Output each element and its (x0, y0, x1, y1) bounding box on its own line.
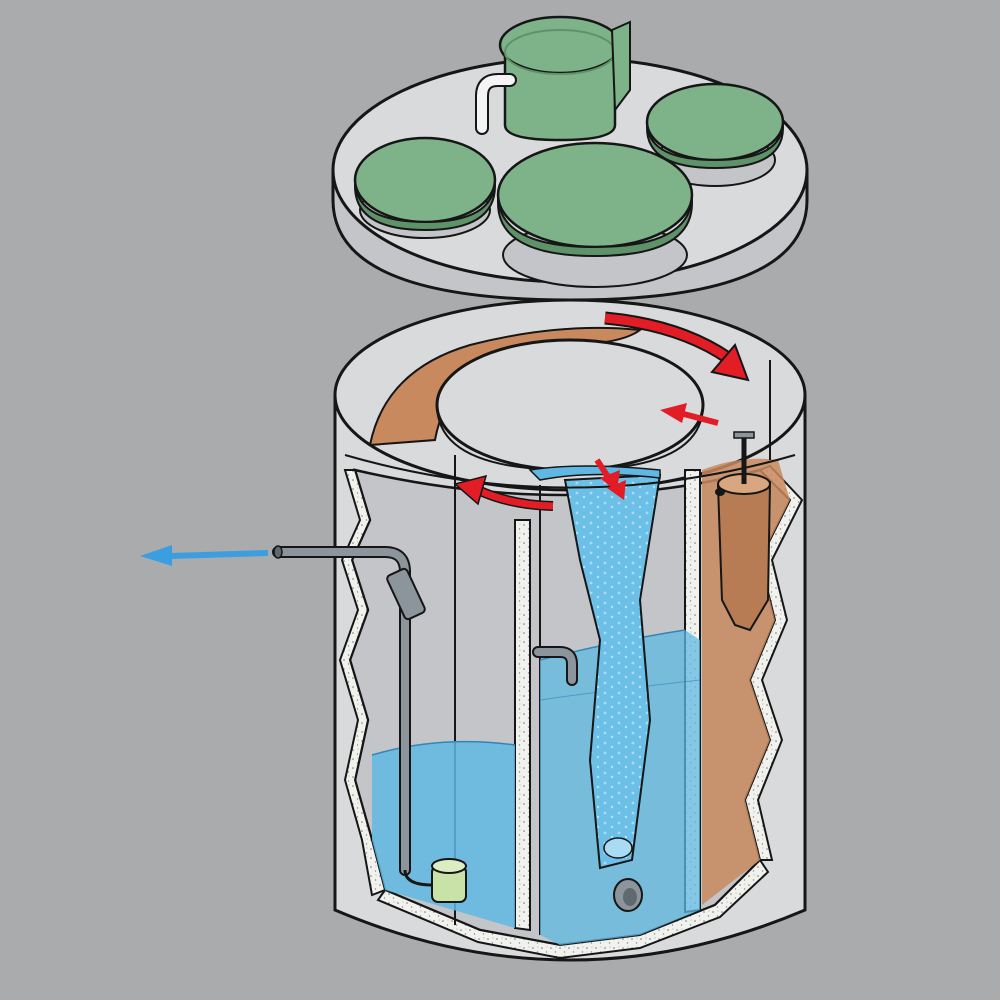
maintenance-lid-right (645, 82, 785, 187)
filter-column (563, 473, 662, 870)
outflow-arrow-icon (169, 550, 269, 559)
curved-arrow-top-body (604, 313, 731, 362)
down-arrow-2-head (607, 480, 626, 500)
flow-arrows (140, 311, 750, 566)
sludge-valve-handle (733, 431, 755, 439)
filter-shaft-clip (610, 20, 631, 113)
straight-arrow-icon (679, 410, 719, 426)
curved-arrow-left-body (476, 486, 554, 510)
check-valve (386, 567, 426, 621)
filter-shaft-cap (498, 15, 622, 75)
aeration-shaft (532, 473, 701, 945)
shaft-water (528, 465, 661, 481)
maintenance-lid-left (353, 136, 497, 239)
clear-water-chamber (272, 545, 516, 928)
lid-right-top (645, 82, 785, 162)
lid-front-top (496, 141, 694, 249)
pipe-opening (623, 888, 637, 906)
curved-arrow-left-head (453, 474, 488, 506)
aerator-disc (603, 837, 633, 859)
pump-top (431, 858, 467, 874)
partition-wall-cut (514, 519, 531, 932)
lid-right-edge (646, 121, 784, 170)
air-inlet-pipe (477, 75, 515, 133)
pipe-end (273, 545, 283, 559)
sludge-chamber (702, 431, 790, 905)
lid-front-edge (497, 194, 693, 258)
pipe-elbow-fill (534, 648, 576, 684)
sludge-opening (715, 488, 725, 496)
tank-top-deck (344, 326, 796, 489)
water-surface-left (371, 740, 516, 756)
sludge-pump-tube (716, 475, 772, 632)
maintenance-lid-front (496, 141, 694, 288)
cover-slab (331, 15, 809, 302)
pump-hose (403, 869, 433, 887)
shaft-opening (435, 338, 705, 472)
filter-shaft-cover (475, 15, 631, 142)
curved-arrow-top-head (710, 343, 750, 382)
lid-left-top (353, 136, 497, 224)
inner-rim-edge (344, 454, 796, 489)
lid-left-edge (354, 179, 496, 232)
small-arrow-head (660, 403, 687, 423)
outflow-arrow-head (140, 545, 172, 566)
